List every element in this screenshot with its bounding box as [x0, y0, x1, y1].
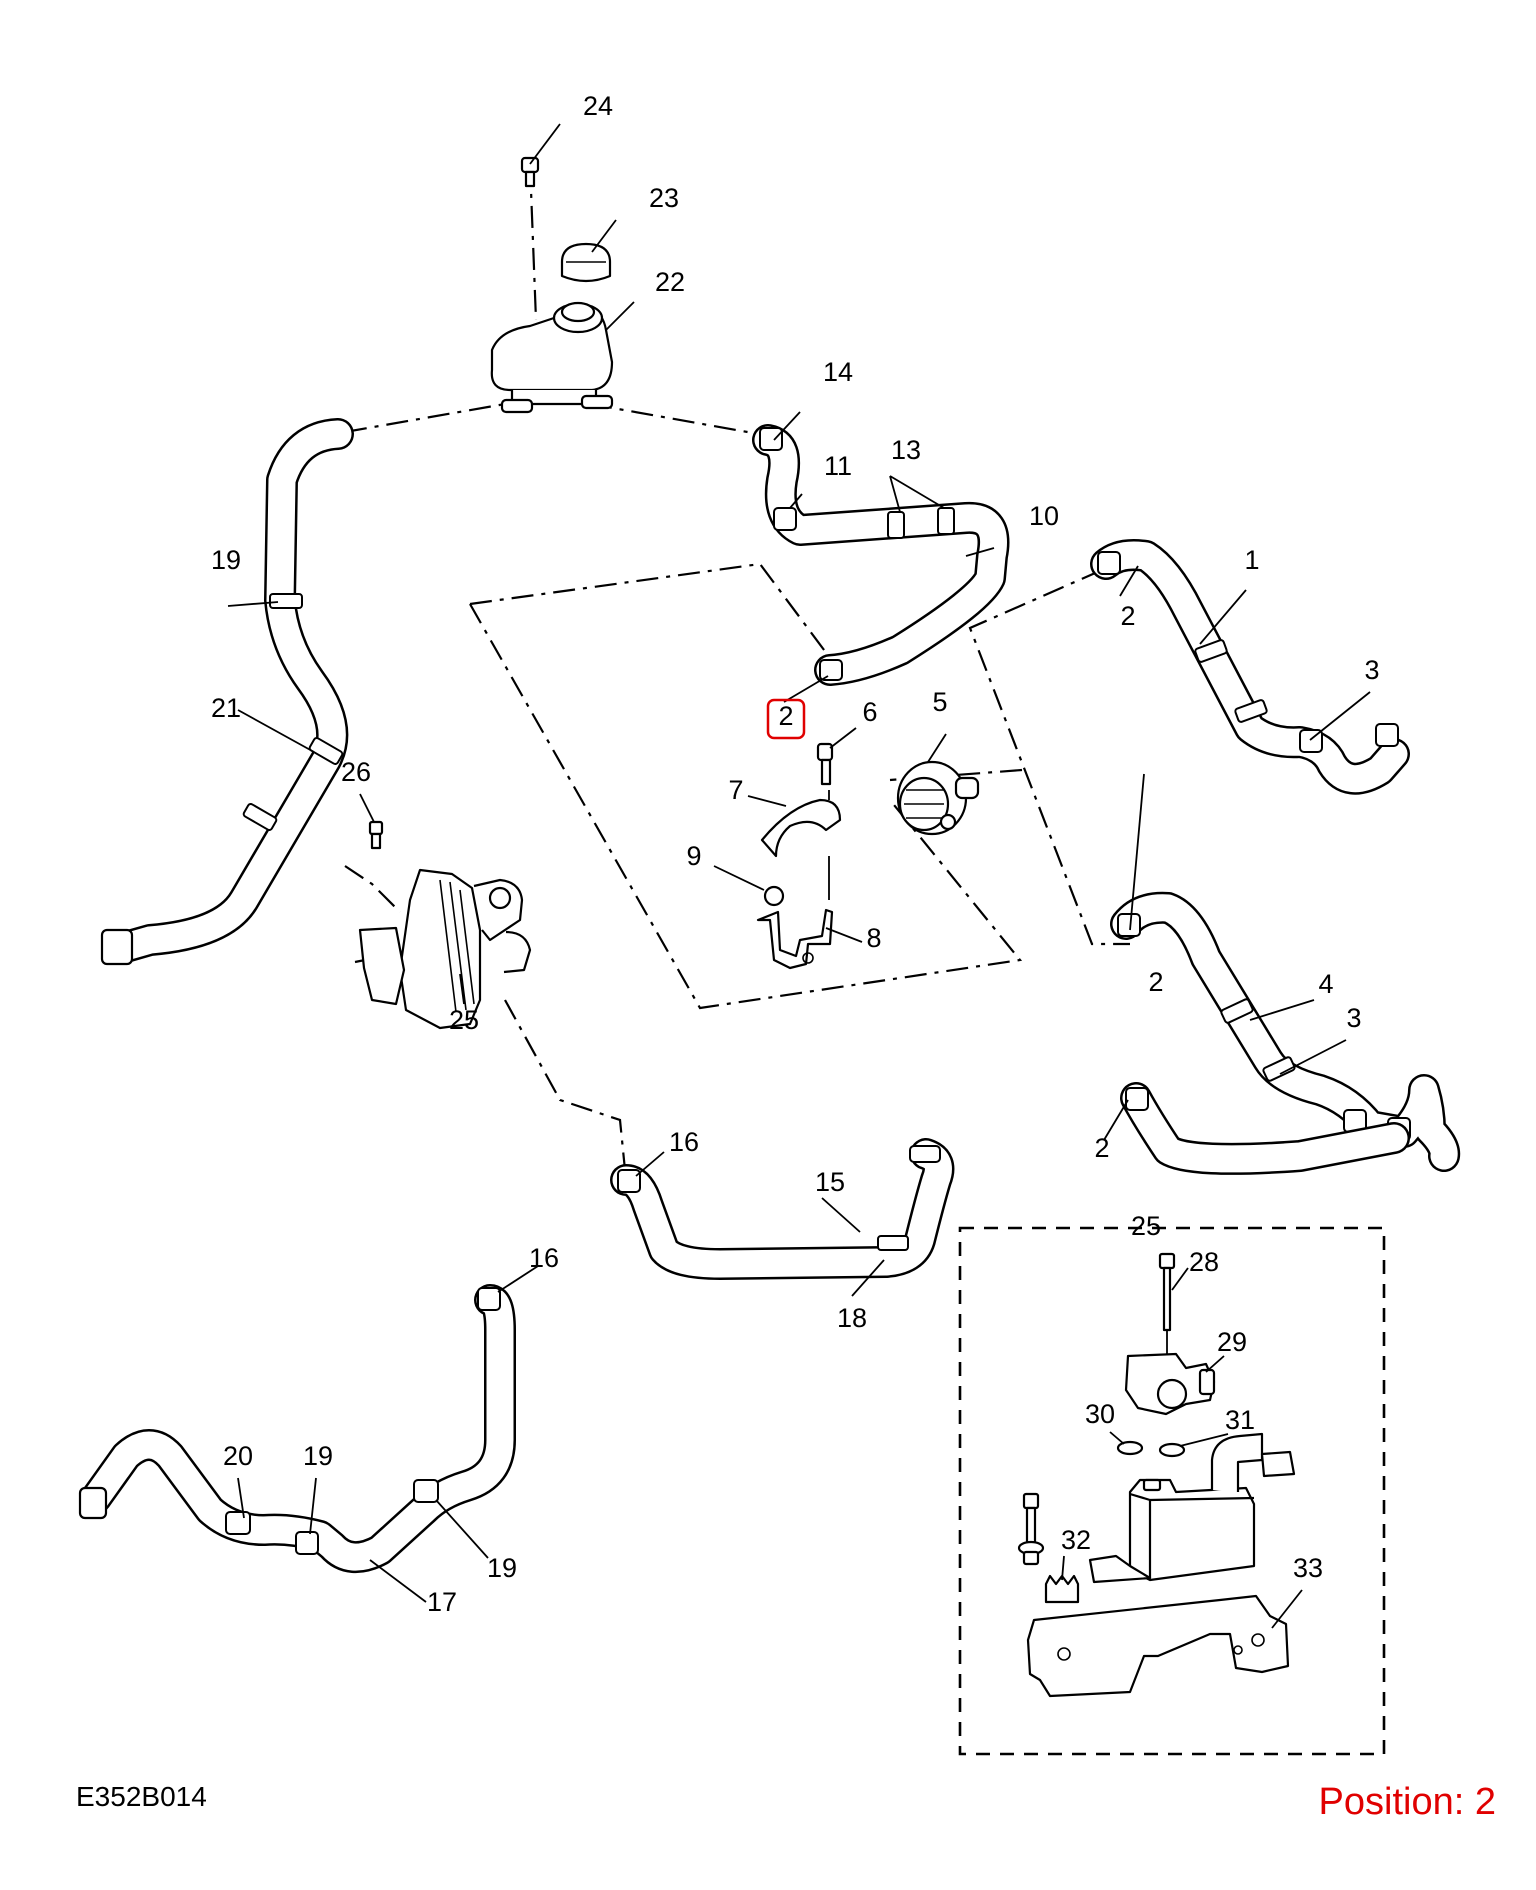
- stud-bolt[interactable]: [816, 742, 834, 786]
- hose-17[interactable]: [78, 1284, 516, 1573]
- callout-19b: 19: [303, 1441, 333, 1471]
- callout-10: 10: [1029, 501, 1059, 531]
- callout-25b: 25: [1131, 1211, 1161, 1241]
- callout-5: 5: [932, 687, 947, 717]
- callout-2-highlighted: 2: [778, 701, 793, 731]
- pump-bracket-strap[interactable]: [760, 798, 842, 858]
- hose-1[interactable]: [1090, 539, 1410, 795]
- callout-19c: 19: [487, 1553, 517, 1583]
- hose-4[interactable]: [1110, 891, 1461, 1172]
- callout-18: 18: [837, 1303, 867, 1333]
- callout-30: 30: [1085, 1399, 1115, 1429]
- control-valve[interactable]: [1124, 1352, 1216, 1416]
- callout-20: 20: [223, 1441, 253, 1471]
- callout-15: 15: [815, 1167, 845, 1197]
- callout-22: 22: [655, 267, 685, 297]
- callout-2c: 2: [1148, 967, 1163, 997]
- callout-6: 6: [862, 697, 877, 727]
- callout-labels: 24 23 22 14 11 13 10 1 2 3 19 21 26 2 6 …: [211, 91, 1380, 1617]
- bracket-nut[interactable]: [763, 885, 785, 907]
- hose-15[interactable]: [610, 1138, 955, 1280]
- hose-21[interactable]: [100, 418, 354, 966]
- callout-14: 14: [823, 357, 853, 387]
- o-rings[interactable]: [1116, 1440, 1186, 1458]
- bolt-washer[interactable]: [1017, 1492, 1045, 1566]
- highlight-box: [766, 698, 806, 740]
- mount-bracket[interactable]: [756, 908, 834, 970]
- callout-29: 29: [1217, 1327, 1247, 1357]
- callout-11: 11: [824, 451, 852, 481]
- leader-lines: [227, 123, 1371, 1629]
- hose-10[interactable]: [752, 424, 1010, 686]
- callout-28: 28: [1189, 1247, 1219, 1277]
- callout-9: 9: [686, 841, 701, 871]
- callout-13: 13: [891, 435, 921, 465]
- callout-21: 21: [211, 693, 241, 723]
- callout-26: 26: [341, 757, 371, 787]
- hose-4-branch[interactable]: [1120, 1082, 1410, 1175]
- drawing-reference: E352B014: [76, 1781, 207, 1812]
- connection-lines: [344, 163, 1130, 1181]
- callout-32: 32: [1061, 1525, 1091, 1555]
- callout-33: 33: [1293, 1553, 1323, 1583]
- bolt-28[interactable]: [1158, 1252, 1176, 1332]
- expansion-tank[interactable]: [490, 301, 614, 414]
- water-pump[interactable]: [896, 760, 980, 836]
- callout-2d: 2: [1094, 1133, 1109, 1163]
- callout-17: 17: [427, 1587, 457, 1617]
- tank-bolt[interactable]: [520, 156, 540, 188]
- callout-16b: 16: [529, 1243, 559, 1273]
- oil-cooler-assembly[interactable]: [358, 820, 532, 1030]
- callout-19a: 19: [211, 545, 241, 575]
- callout-2a: 2: [1120, 601, 1135, 631]
- callout-3a: 3: [1364, 655, 1379, 685]
- callout-8: 8: [866, 923, 881, 953]
- grommet-32[interactable]: [1044, 1574, 1080, 1604]
- callout-4: 4: [1318, 969, 1333, 999]
- callout-1: 1: [1244, 545, 1259, 575]
- callout-31: 31: [1225, 1405, 1255, 1435]
- position-indicator: Position: 2: [1319, 1781, 1496, 1823]
- callout-3b: 3: [1346, 1003, 1361, 1033]
- cooler-module[interactable]: [1088, 1432, 1296, 1584]
- callout-25a: 25: [449, 1005, 479, 1035]
- filler-cap[interactable]: [560, 242, 612, 283]
- callout-23: 23: [649, 183, 679, 213]
- callout-24: 24: [583, 91, 613, 121]
- mounting-plate[interactable]: [1026, 1594, 1290, 1698]
- callout-7: 7: [728, 775, 743, 805]
- detail-box: [958, 1226, 1386, 1756]
- callout-16a: 16: [669, 1127, 699, 1157]
